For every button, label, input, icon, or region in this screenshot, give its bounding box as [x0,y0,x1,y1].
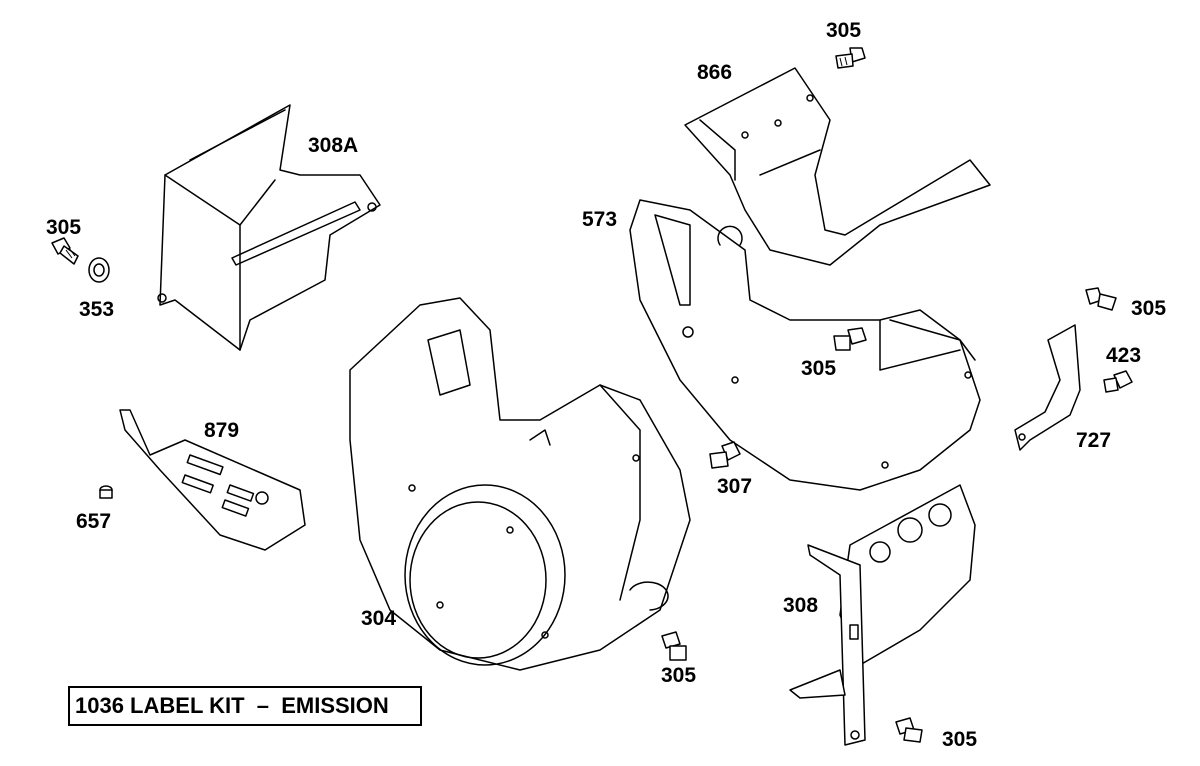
part-657-screw [99,485,113,499]
part-573-backplate [629,199,981,491]
label-304: 304 [361,607,396,630]
part-307-bolt [709,441,741,469]
label-305-bottom-right: 305 [942,728,977,751]
part-305-bolt-right [1085,287,1117,311]
part-305-bolt-mid [833,327,867,351]
part-727-bracket [1014,324,1081,451]
label-308: 308 [783,594,818,617]
part-308A-air-guide [157,104,381,351]
label-353: 353 [79,298,114,321]
label-305-left: 305 [46,216,81,239]
label-305-mid: 305 [801,357,836,380]
label-866: 866 [697,61,732,84]
label-kit-box: 1036 LABEL KIT – EMISSION [68,686,422,726]
label-657: 657 [76,510,111,533]
label-308A: 308A [308,134,358,157]
label-307: 307 [717,475,752,498]
part-353-washer [88,257,110,283]
label-305-bottom: 305 [661,664,696,687]
part-866-shroud [684,67,991,266]
label-423: 423 [1106,344,1141,367]
part-308-cylinder-shield [789,484,976,746]
part-304-blower-housing [349,297,691,671]
label-879: 879 [204,419,239,442]
part-305-bolt-left [51,237,79,265]
part-305-bolt-top [835,47,866,69]
label-305-right: 305 [1131,297,1166,320]
part-305-bolt-bottom-right [895,717,923,743]
label-573: 573 [582,208,617,231]
label-727: 727 [1076,429,1111,452]
part-423-nut [1103,370,1133,393]
label-305-top: 305 [826,19,861,42]
part-879-shield [119,409,306,551]
part-305-bolt-bottom [661,631,687,661]
